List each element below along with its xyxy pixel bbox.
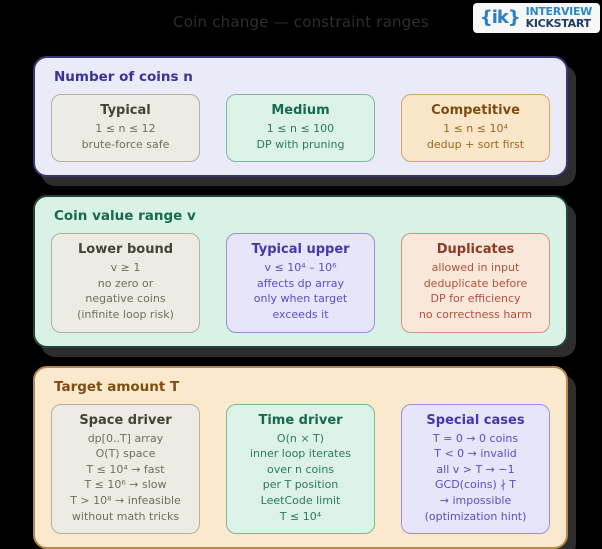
card-line: negative coins [85, 292, 166, 306]
card-line: dedup + sort first [426, 137, 525, 151]
card-typical-upper: Typical upper v ≤ 10⁴ – 10⁶ affects dp a… [226, 233, 375, 333]
card-row: Space driver dp[0..T] array O(T) space T… [51, 403, 550, 535]
card-line: GCD(coins) ∤ T [434, 478, 516, 492]
card-title: Typical [100, 103, 151, 118]
card-line: T ≤ 10⁶ → slow [84, 478, 167, 492]
ik-brace-logo-icon: {ik} [479, 6, 521, 28]
card-line: DP with pruning [256, 137, 345, 151]
card-title: Medium [271, 103, 330, 118]
card-line: deduplicate before [423, 276, 528, 290]
card-line: (infinite loop risk) [77, 308, 174, 322]
card-line: without math tricks [71, 509, 180, 523]
card-title: Duplicates [436, 242, 515, 258]
card-line: exceeds it [272, 308, 329, 322]
page-title: Coin change — constraint ranges [173, 13, 429, 31]
card-title: Competitive [431, 103, 520, 118]
section-coin-value-range: Coin value range v Lower bound v ≥ 1 no … [33, 195, 568, 348]
card-space-driver: Space driver dp[0..T] array O(T) space T… [51, 403, 200, 535]
card-row: Lower bound v ≥ 1 no zero or negative co… [51, 233, 550, 333]
card-line: affects dp array [257, 276, 344, 290]
card-line: 1 ≤ n ≤ 12 [95, 122, 156, 135]
brand-name-line1: INTERVIEW [525, 5, 593, 18]
card-line: → impossible [439, 494, 512, 508]
card-title: Special cases [426, 412, 525, 428]
card-line: LeetCode limit [260, 494, 341, 508]
card-time-driver: Time driver O(n × T) inner loop iterates… [226, 403, 375, 535]
section-target-amount: Target amount T Space driver dp[0..T] ar… [33, 365, 568, 549]
brand-name-line2: KICKSTART [525, 16, 591, 30]
card-line: T ≤ 10⁴ → fast [86, 462, 165, 476]
card-lower-bound: Lower bound v ≥ 1 no zero or negative co… [51, 233, 200, 333]
card-line: 1 ≤ n ≤ 10⁴ [443, 122, 508, 135]
card-line: no zero or [97, 276, 154, 290]
card-line: over n coins [266, 462, 335, 476]
card-line: only when target [253, 292, 348, 306]
card-competitive: Competitive 1 ≤ n ≤ 10⁴ dedup + sort fir… [401, 94, 550, 163]
section-heading: Coin value range v [54, 208, 196, 225]
card-line: DP for efficiency [430, 292, 521, 306]
card-title: Lower bound [77, 242, 174, 258]
card-line: v ≥ 1 [110, 261, 141, 275]
card-line: all v > T → −1 [436, 462, 515, 476]
brand-name: INTERVIEW KICKSTART [525, 5, 593, 30]
card-line: T ≤ 10⁴ [279, 509, 322, 523]
card-line: brute-force safe [81, 137, 170, 151]
card-line: T < 0 → invalid [434, 447, 517, 461]
card-line: T = 0 → 0 coins [432, 431, 519, 445]
card-line: dp[0..T] array [87, 431, 164, 445]
section-heading: Target amount T [54, 378, 180, 395]
card-line: no correctness harm [418, 308, 533, 322]
card-title: Time driver [258, 412, 343, 428]
card-special-cases: Special cases T = 0 → 0 coins T < 0 → in… [401, 403, 550, 535]
card-row: Typical 1 ≤ n ≤ 12 brute-force safe Medi… [51, 94, 550, 163]
interview-kickstart-logo: {ik} INTERVIEW KICKSTART [472, 3, 600, 34]
section-number-of-coins: Number of coins n Typical 1 ≤ n ≤ 12 bru… [33, 56, 568, 178]
card-line: inner loop iterates [250, 447, 351, 461]
card-medium: Medium 1 ≤ n ≤ 100 DP with pruning [226, 94, 375, 163]
card-typical: Typical 1 ≤ n ≤ 12 brute-force safe [51, 94, 200, 163]
card-title: Typical upper [251, 242, 350, 258]
card-line: O(T) space [95, 447, 156, 461]
card-line: O(n × T) [276, 431, 325, 445]
card-line: T > 10⁸ → infeasible [70, 494, 181, 508]
card-title: Space driver [79, 412, 172, 428]
diagram-content: Number of coins n Typical 1 ≤ n ≤ 12 bru… [33, 56, 568, 549]
card-line: allowed in input [431, 261, 520, 275]
card-line: v ≤ 10⁴ – 10⁶ [264, 261, 337, 275]
card-line: 1 ≤ n ≤ 100 [266, 122, 335, 135]
section-heading: Number of coins n [54, 69, 193, 85]
card-line: per T position [262, 478, 339, 492]
card-duplicates: Duplicates allowed in input deduplicate … [401, 233, 550, 333]
card-line: (optimization hint) [424, 509, 527, 523]
